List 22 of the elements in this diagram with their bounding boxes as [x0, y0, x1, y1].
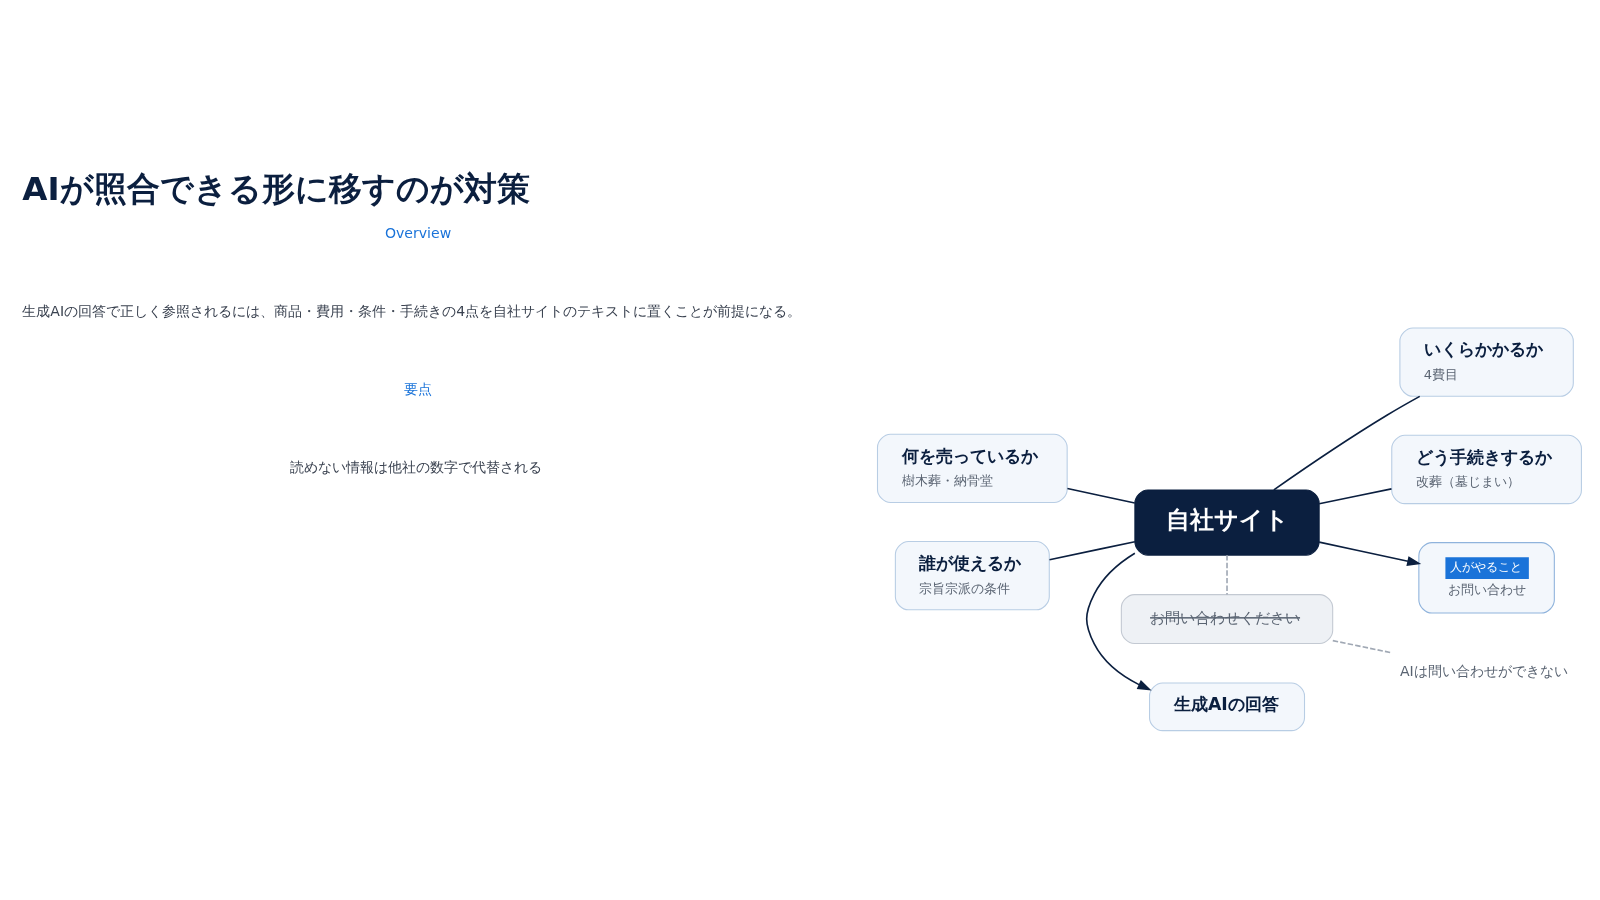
node-text: AIは問い合わせができない	[1399, 662, 1568, 679]
connector	[1226, 553, 1228, 595]
connector	[1332, 639, 1392, 653]
node-box: 生成AIの回答	[1149, 681, 1306, 731]
label: 要点	[404, 380, 433, 397]
node-box: 人がやること お問い合わせ	[1418, 541, 1555, 614]
arrow	[1318, 540, 1422, 566]
label: 読めない情報は他社の数字で代替される	[290, 458, 543, 475]
connector	[1318, 487, 1393, 505]
node-box: どう手続きするか 改葬（墓じまい）	[1391, 434, 1582, 504]
arrow	[1085, 551, 1152, 690]
node-box: 自社サイト	[1134, 489, 1320, 556]
connector	[1066, 487, 1136, 504]
connector	[1273, 395, 1421, 491]
label: Overview	[384, 224, 452, 241]
label: 生成AIの回答で正しく参照されるには、商品・費用・条件・手続きの4点を自社サイトのテキストに置くことが前提になる。	[22, 302, 802, 319]
node-box: 何を売っているか 樹木葬・納骨堂	[876, 433, 1068, 503]
connector	[1048, 540, 1136, 560]
node-box: お問い合わせください	[1120, 593, 1334, 644]
node-box: いくらかかるか 4費目	[1399, 327, 1574, 397]
diagram-title: AIが照合できる形に移すのが対策	[22, 169, 530, 208]
node-box: 誰が使えるか 宗旨宗派の条件	[894, 540, 1050, 610]
